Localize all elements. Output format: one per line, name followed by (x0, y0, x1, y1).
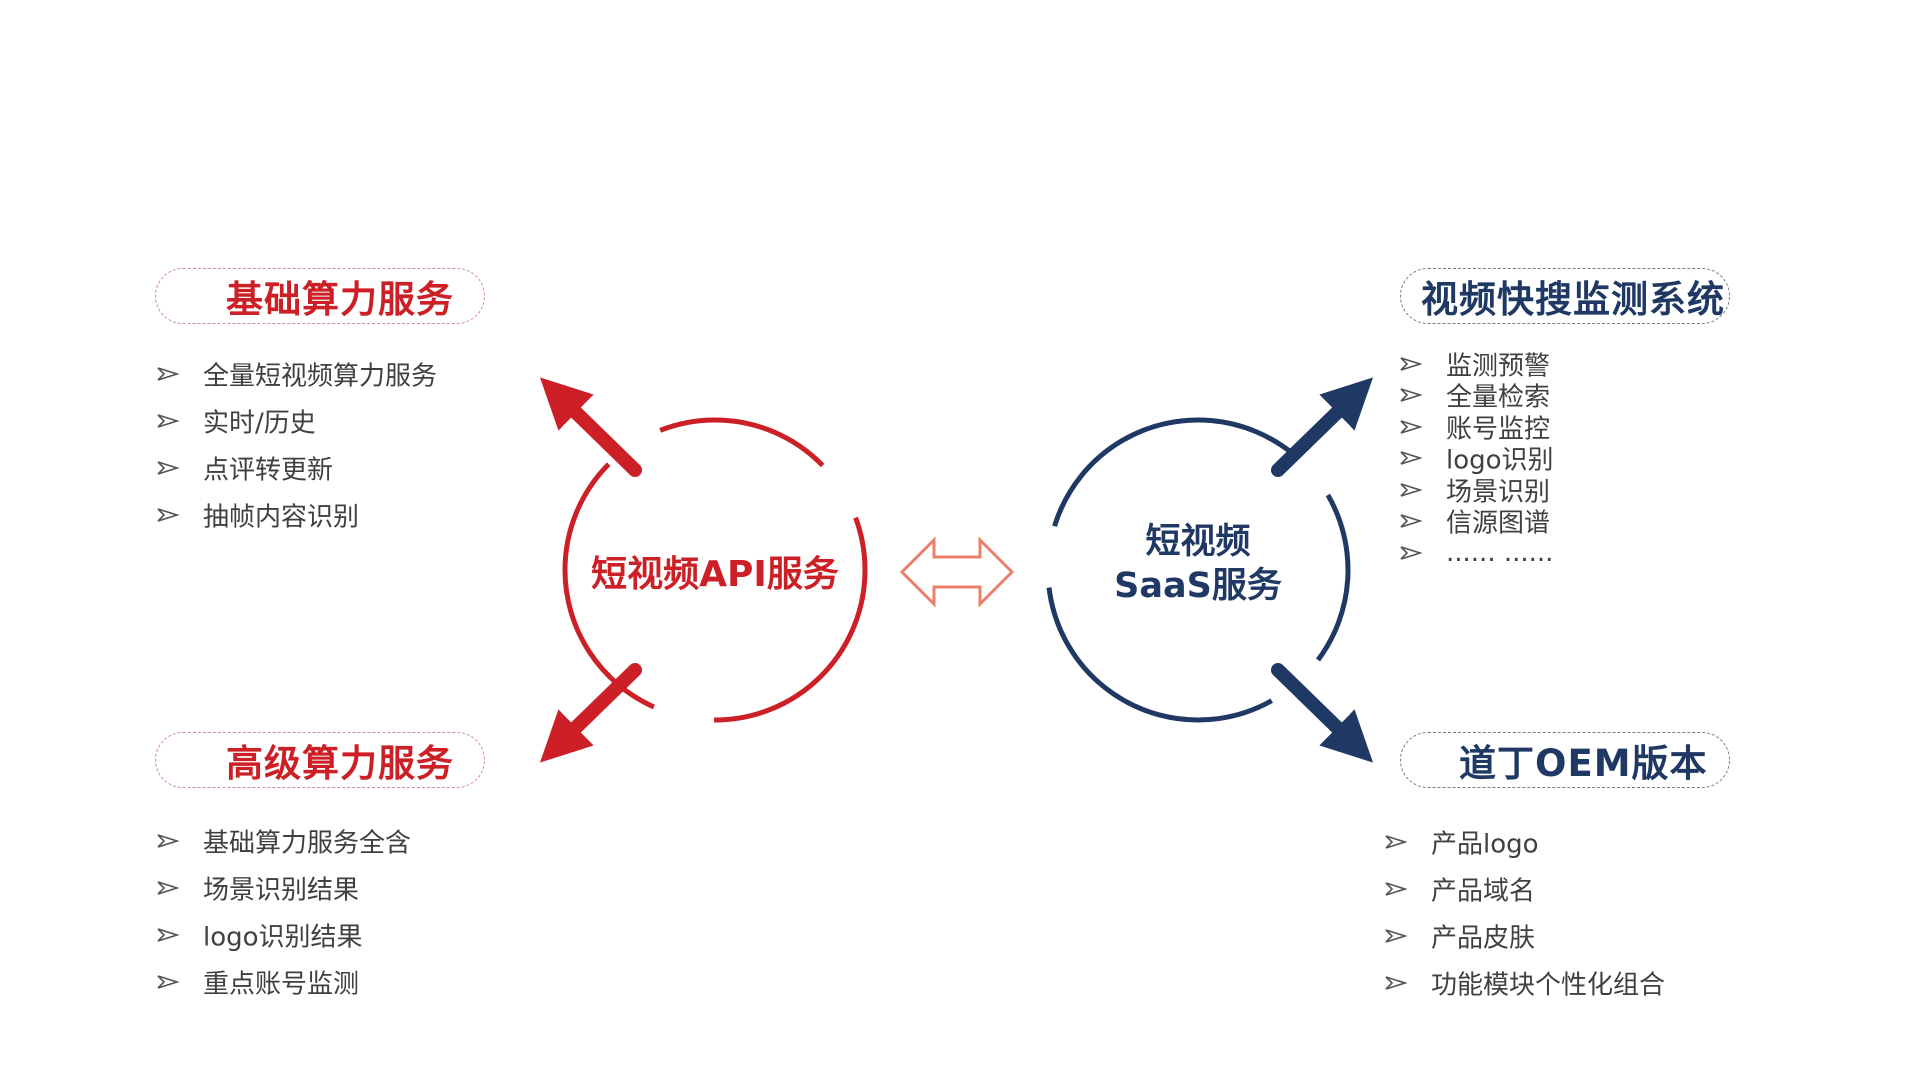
chevron-arrow-icon (1400, 388, 1422, 403)
list-item: 产品logo (1385, 818, 1785, 865)
oem-version-title: 道丁OEM版本 (1459, 742, 1708, 785)
chevron-arrow-icon (157, 366, 179, 381)
video-search-monitor-list: 监测预警 全量检索 账号监控 logo识别 场景识别 信源图谱 ...... .… (1400, 348, 1700, 569)
chevron-arrow-icon (157, 833, 179, 848)
oem-version-pill: 道丁OEM版本 (1400, 732, 1730, 788)
list-item: 监测预警 (1400, 348, 1700, 381)
saas-hub-label: 短视频 SaaS服务 (1048, 520, 1348, 608)
list-item: 功能模块个性化组合 (1385, 959, 1785, 1006)
api-hub-arrow-down-left (539, 663, 642, 763)
chevron-arrow-icon (157, 507, 179, 522)
chevron-arrow-icon (1385, 975, 1407, 990)
chevron-arrow-icon (1400, 545, 1422, 560)
list-item: 全量短视频算力服务 (157, 350, 557, 397)
chevron-arrow-icon (157, 460, 179, 475)
double-arrow-icon (899, 536, 1015, 608)
chevron-arrow-icon (157, 927, 179, 942)
list-item: 抽帧内容识别 (157, 491, 557, 538)
list-item: 重点账号监测 (157, 958, 557, 1005)
video-search-monitor-title: 视频快搜监测系统 (1421, 278, 1725, 321)
advanced-compute-service-pill: 高级算力服务 (155, 732, 485, 788)
basic-compute-service-title: 基础算力服务 (226, 278, 454, 321)
list-item: 全量检索 (1400, 380, 1700, 413)
chevron-arrow-icon (1400, 514, 1422, 529)
list-item: 账号监控 (1400, 411, 1700, 444)
chevron-arrow-icon (1385, 881, 1407, 896)
basic-compute-service-pill: 基础算力服务 (155, 268, 485, 324)
chevron-arrow-icon (157, 974, 179, 989)
chevron-arrow-icon (1385, 834, 1407, 849)
list-item: logo识别结果 (157, 911, 557, 958)
list-item: 实时/历史 (157, 397, 557, 444)
list-item: ...... ...... (1400, 537, 1700, 569)
list-item: 基础算力服务全含 (157, 817, 557, 864)
video-search-monitor-pill: 视频快搜监测系统 (1400, 268, 1730, 324)
chevron-arrow-icon (1400, 482, 1422, 497)
basic-compute-service-list: 全量短视频算力服务 实时/历史 点评转更新 抽帧内容识别 (157, 350, 557, 538)
list-item: 产品皮肤 (1385, 912, 1785, 959)
api-hub-label: 短视频API服务 (591, 554, 839, 595)
list-item: logo识别 (1400, 443, 1700, 476)
chevron-arrow-icon (1385, 928, 1407, 943)
list-item: 场景识别 (1400, 474, 1700, 507)
list-item: 点评转更新 (157, 444, 557, 491)
api-hub-circle (562, 417, 868, 723)
chevron-arrow-icon (1400, 451, 1422, 466)
list-item: 信源图谱 (1400, 506, 1700, 539)
chevron-arrow-icon (157, 880, 179, 895)
saas-hub-arrow-up-right (1271, 377, 1374, 477)
advanced-compute-service-title: 高级算力服务 (226, 742, 454, 785)
saas-hub-arrow-down-right (1271, 663, 1374, 763)
advanced-compute-service-list: 基础算力服务全含 场景识别结果 logo识别结果 重点账号监测 (157, 817, 557, 1005)
saas-hub-label-line1: 短视频 (1145, 522, 1251, 562)
chevron-arrow-icon (1400, 419, 1422, 434)
saas-hub-label-line2: SaaS服务 (1114, 566, 1282, 606)
oem-version-list: 产品logo 产品域名 产品皮肤 功能模块个性化组合 (1385, 818, 1785, 1006)
chevron-arrow-icon (157, 413, 179, 428)
list-item: 产品域名 (1385, 865, 1785, 912)
list-item: 场景识别结果 (157, 864, 557, 911)
chevron-arrow-icon (1400, 356, 1422, 371)
saas-hub-circle (1045, 417, 1351, 723)
api-hub-arrow-up-left (539, 377, 642, 477)
